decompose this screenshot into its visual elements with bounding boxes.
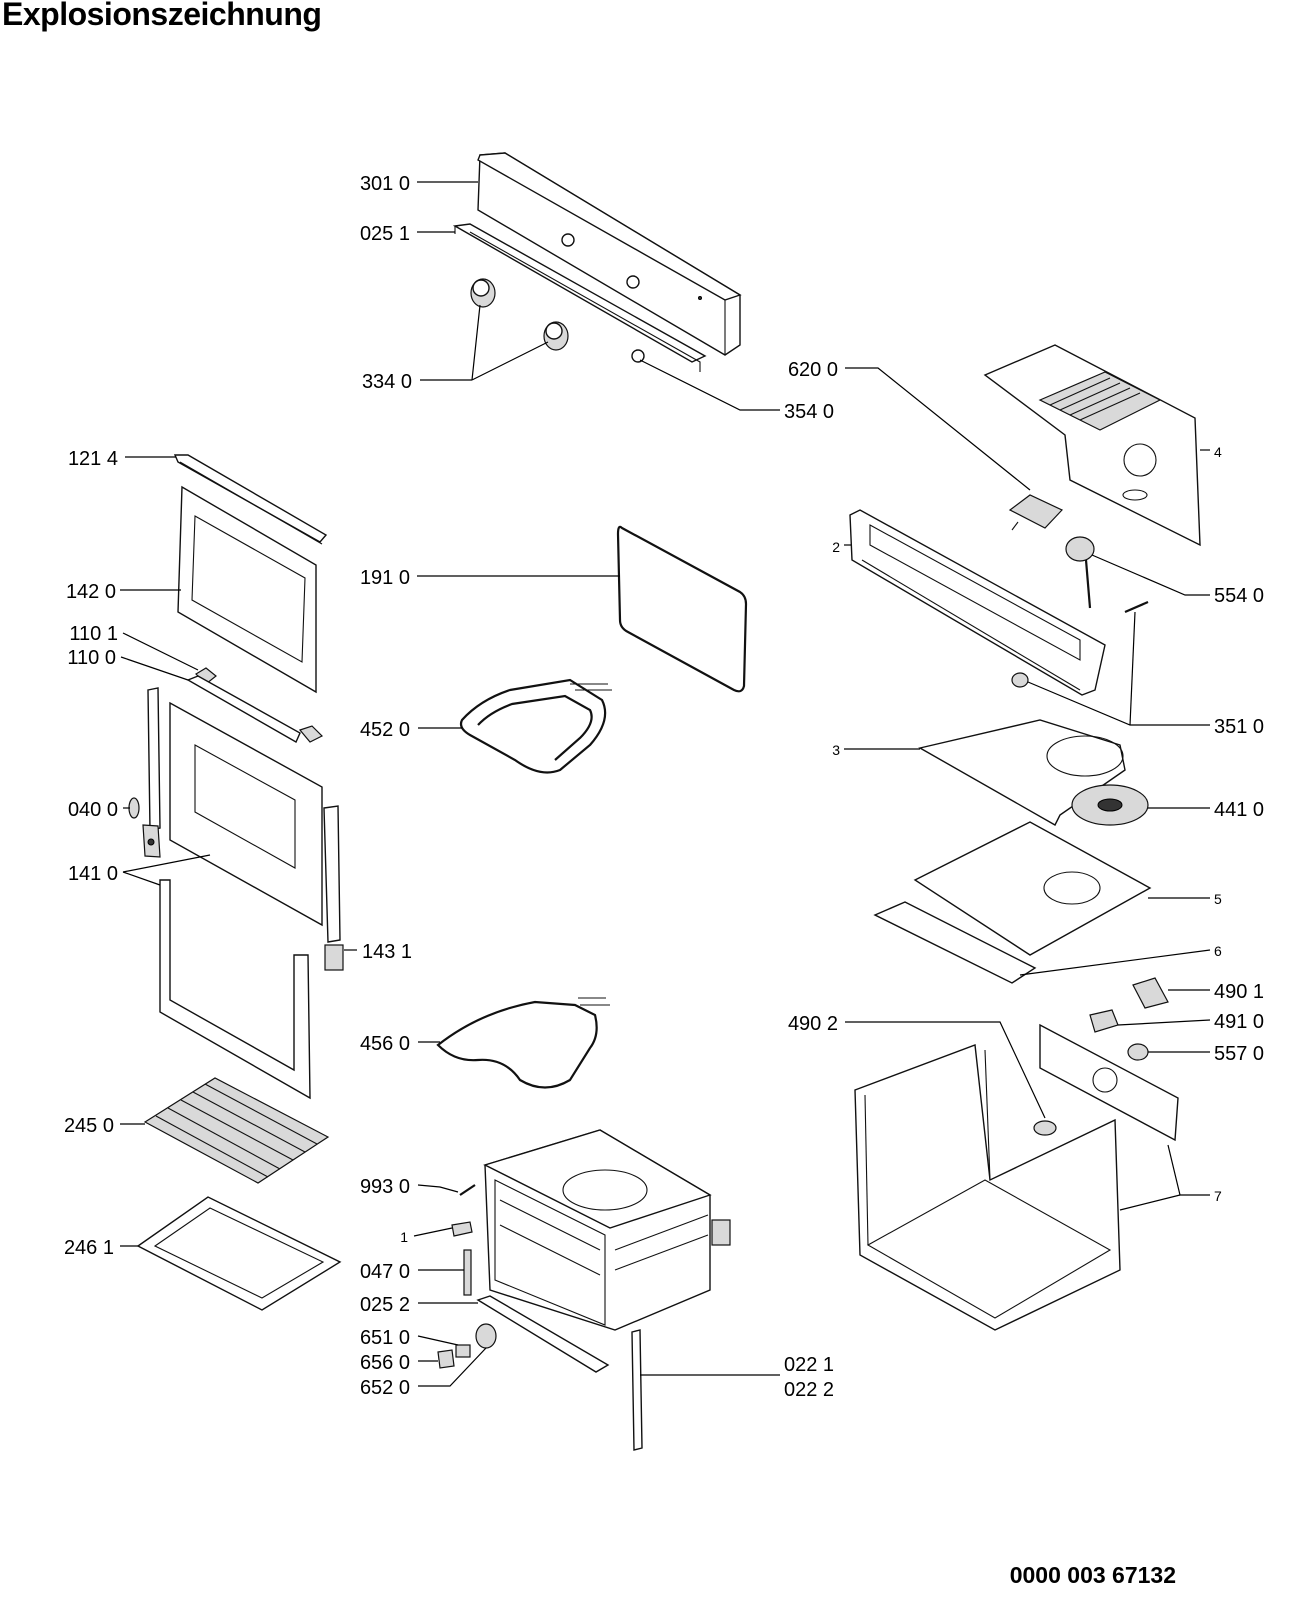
part-door-hinges <box>186 667 324 743</box>
part-thermostat <box>1065 536 1095 609</box>
callout-121-4: 121 4 <box>68 448 118 470</box>
part-panel-bracket <box>452 223 707 372</box>
callout-2: 2 <box>832 539 840 555</box>
part-control-frame <box>849 509 1106 696</box>
callout-490-1: 490 1 <box>1214 981 1264 1003</box>
callout-557-0: 557 0 <box>1214 1043 1264 1065</box>
callout-490-2: 490 2 <box>788 1013 838 1035</box>
part-fan-wheel <box>1071 784 1149 826</box>
part-oven-rack <box>143 1077 330 1184</box>
part-oven-cavity <box>483 1129 731 1331</box>
callout-5: 5 <box>1214 891 1222 907</box>
part-small-fittings <box>451 1184 476 1296</box>
callout-191-0: 191 0 <box>360 567 410 589</box>
callout-245-0: 245 0 <box>64 1115 114 1137</box>
callout-441-0: 441 0 <box>1214 799 1264 821</box>
callout-246-1: 246 1 <box>64 1237 114 1259</box>
callout-1: 1 <box>400 1229 408 1245</box>
part-outer-door <box>128 687 341 943</box>
part-top-cover <box>983 344 1201 547</box>
part-inner-glass <box>177 485 317 694</box>
part-top-heater <box>459 678 612 774</box>
part-door-seal-frame <box>159 879 311 1100</box>
page-title: Explosionszeichnung <box>2 0 322 32</box>
part-baking-tray <box>136 1196 342 1311</box>
part-grommet <box>1033 1120 1057 1136</box>
leader-lines <box>120 181 1211 1387</box>
part-control-knobs <box>470 278 569 351</box>
callout-022-1: 022 1 <box>784 1354 834 1376</box>
callout-022-2: 022 2 <box>784 1379 834 1401</box>
callout-4: 4 <box>1214 444 1222 460</box>
part-outer-housing <box>854 1023 1179 1331</box>
part-lower-bracket <box>476 1295 610 1373</box>
callout-351-0: 351 0 <box>1214 716 1264 738</box>
callout-452-0: 452 0 <box>360 719 410 741</box>
callout-993-0: 993 0 <box>360 1176 410 1198</box>
document-number: 0000 003 67132 <box>1009 1562 1176 1588</box>
callout-456-0: 456 0 <box>360 1033 410 1055</box>
callout-040-0: 040 0 <box>68 799 118 821</box>
callout-491-0: 491 0 <box>1214 1011 1264 1033</box>
part-side-runner <box>631 1329 643 1451</box>
part-limit-switch <box>1011 600 1149 688</box>
part-bottom-heater <box>436 997 610 1089</box>
callout-141-0: 141 0 <box>68 863 118 885</box>
part-door-switch <box>437 1323 497 1369</box>
callout-110-0: 110 0 <box>67 647 116 669</box>
part-selector-switch <box>1008 494 1064 531</box>
callout-620-0: 620 0 <box>788 359 838 381</box>
callout-301-0: 301 0 <box>360 173 410 195</box>
part-front-strip <box>873 901 1037 984</box>
callout-3: 3 <box>832 742 840 758</box>
callout-652-0: 652 0 <box>360 1377 410 1399</box>
callout-labels: 301 0 025 1 334 0 354 0 620 0 4 121 4 19… <box>64 173 1264 1401</box>
part-indicator-lamp <box>631 349 645 363</box>
callout-554-0: 554 0 <box>1214 585 1264 607</box>
callout-047-0: 047 0 <box>360 1261 410 1283</box>
callout-651-0: 651 0 <box>360 1327 410 1349</box>
callout-354-0: 354 0 <box>784 401 834 423</box>
callout-656-0: 656 0 <box>360 1352 410 1374</box>
part-oven-seal <box>616 525 748 693</box>
callout-143-1: 143 1 <box>362 941 412 963</box>
part-control-panel <box>477 152 742 356</box>
callout-334-0: 334 0 <box>362 371 412 393</box>
callout-7: 7 <box>1214 1188 1222 1204</box>
callout-110-1: 110 1 <box>69 623 118 645</box>
callout-142-0: 142 0 <box>66 581 116 603</box>
part-clip <box>324 944 344 971</box>
callout-025-2: 025 2 <box>360 1294 410 1316</box>
callout-6: 6 <box>1214 943 1222 959</box>
part-insulation-plate <box>913 821 1152 956</box>
callout-025-1: 025 1 <box>360 223 410 245</box>
part-side-fittings <box>1089 977 1169 1061</box>
part-door-top-rail <box>173 454 328 545</box>
